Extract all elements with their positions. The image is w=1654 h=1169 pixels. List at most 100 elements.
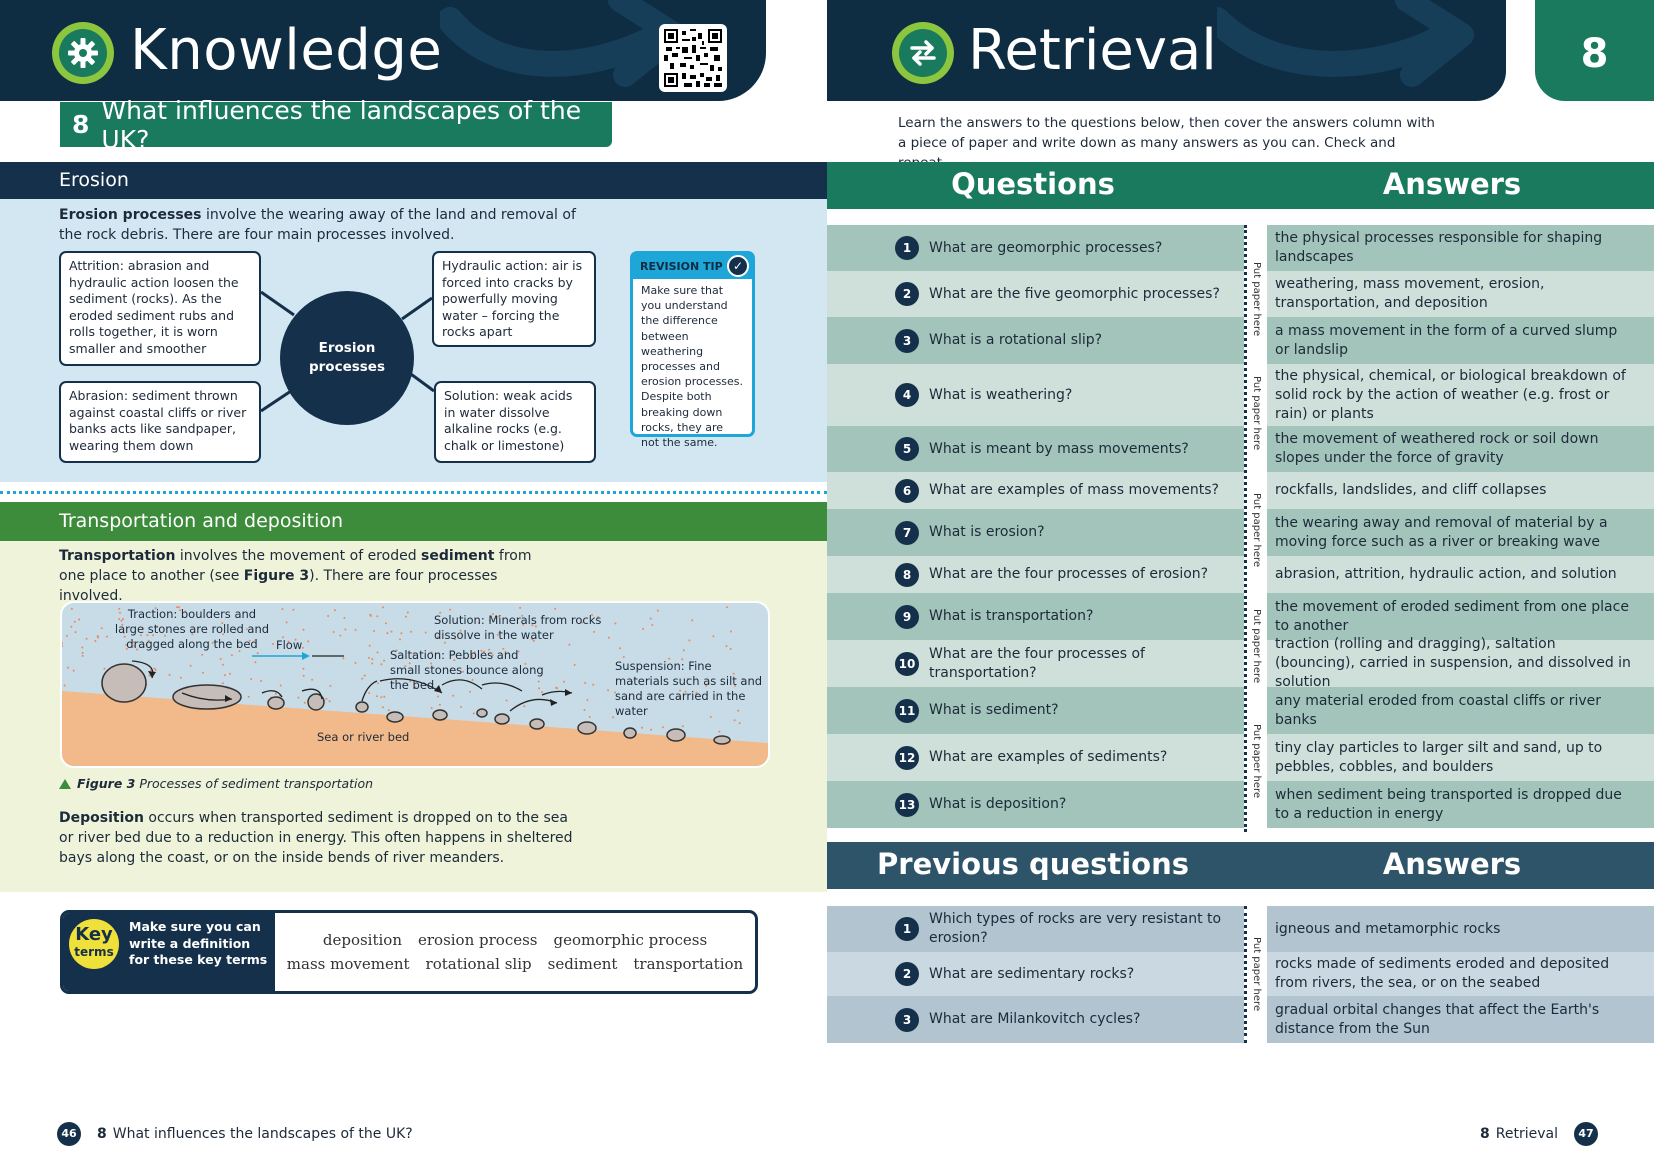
answer-text: a mass movement in the form of a curved … — [1275, 322, 1618, 358]
answer-cell: rockfalls, landslides, and cliff collaps… — [1267, 472, 1654, 509]
answer-text: rockfalls, landslides, and cliff collaps… — [1275, 482, 1547, 498]
answer-cell: any material eroded from coastal cliffs … — [1267, 687, 1654, 734]
question-cell: 3 What is a rotational slip? — [827, 317, 1244, 364]
key-terms-badge: Key terms — [69, 919, 119, 969]
answer-cell: abrasion, attrition, hydraulic action, a… — [1267, 556, 1654, 593]
erosion-intro: Erosion processes involve the wearing aw… — [59, 207, 576, 243]
answer-text: the movement of eroded sediment from one… — [1275, 598, 1629, 634]
put-paper-label: Put paper here — [1251, 609, 1262, 684]
question-number: 1 — [895, 236, 919, 260]
question-number: 9 — [895, 604, 919, 629]
question-text: What is erosion? — [929, 524, 1045, 540]
abrasion-box: Abrasion: sediment thrown against coasta… — [59, 381, 261, 463]
question-number: 6 — [895, 478, 919, 503]
qa-row: 3 What is a rotational slip? a mass moveme… — [827, 317, 1654, 364]
left-page: Knowledge 8 What influences the landsc — [0, 0, 827, 1146]
question-number: 3 — [895, 328, 919, 353]
put-paper-label: Put paper here — [1251, 493, 1262, 568]
flow-label: Flow — [276, 638, 303, 652]
answer-text: traction (rolling and dragging), saltati… — [1275, 636, 1631, 690]
question-text: What is a rotational slip? — [929, 332, 1103, 348]
checklist-icon: ✓ — [727, 255, 749, 277]
answer-text: the wearing away and removal of material… — [1275, 514, 1608, 550]
erosion-heading: Erosion — [0, 162, 827, 199]
question-cell: 12 What are examples of sediments? — [827, 734, 1244, 781]
qa-row: 7 What is erosion? the wearing away and re… — [827, 509, 1654, 556]
answer-cell: a mass movement in the form of a curved … — [1267, 317, 1654, 364]
key-terms-panel: Key terms Make sure you can write a defi… — [63, 913, 275, 991]
attrition-box: Attrition: abrasion and hydraulic action… — [59, 251, 261, 366]
question-text: What is sediment? — [929, 702, 1059, 718]
qa-row: 11 What is sediment? any material eroded f… — [827, 687, 1654, 734]
left-footer: 46 8 What influences the landscapes of t… — [57, 1122, 413, 1146]
qr-code[interactable] — [659, 24, 727, 92]
answer-cell: the movement of weathered rock or soil d… — [1267, 426, 1654, 472]
answer-text: the physical processes responsible for s… — [1275, 230, 1603, 265]
previous-questions-header-bar: Previous questions — [827, 842, 1654, 889]
answer-cell: the physical processes responsible for s… — [1267, 225, 1654, 271]
previous-answers-header: Answers — [1382, 847, 1522, 881]
answer-cell: tiny clay particles to larger silt and s… — [1267, 734, 1654, 781]
answer-text: when sediment being transported is dropp… — [1275, 786, 1622, 822]
sediment-transport-figure: Traction: boulders and large stones are … — [60, 601, 770, 768]
chapter-title-bar: 8 What influences the landscapes of the … — [60, 96, 612, 154]
footer-chapter: 8 — [97, 1126, 107, 1142]
fold-line — [1244, 225, 1247, 832]
answer-text: rocks made of sediments eroded and depos… — [1275, 956, 1610, 991]
key-terms-box: Key terms Make sure you can write a defi… — [60, 910, 758, 994]
hydraulic-action-box: Hydraulic action: air is forced into cra… — [432, 251, 596, 347]
key-term: erosion process — [417, 931, 538, 949]
answers-header: Answers — [1382, 167, 1522, 201]
question-text: What are sedimentary rocks? — [929, 965, 1135, 982]
key-term: rotational slip — [425, 955, 532, 973]
swap-arrows-icon — [892, 22, 954, 84]
question-number: 4 — [895, 383, 919, 407]
answer-cell: igneous and metamorphic rocks — [1267, 906, 1654, 952]
chapter-number: 8 — [72, 110, 90, 139]
question-text: What are examples of sediments? — [929, 749, 1168, 765]
answer-cell: the wearing away and removal of material… — [1267, 509, 1654, 556]
page-number: 46 — [57, 1122, 81, 1146]
traction-label: Traction: boulders and large stones are … — [114, 607, 270, 651]
put-paper-label: Put paper here — [1251, 376, 1262, 451]
answer-text: the movement of weathered rock or soil d… — [1275, 431, 1599, 466]
chapter-title: What influences the landscapes of the UK… — [101, 95, 582, 154]
question-text: Which types of rocks are very resistant … — [929, 911, 1222, 946]
retrieval-instructions: Learn the answers to the questions below… — [898, 115, 1435, 171]
footer-chapter: 8 — [1480, 1126, 1490, 1142]
question-text: What are the four processes of erosion? — [929, 566, 1209, 582]
key-term: transportation — [633, 955, 744, 973]
answer-cell: weathering, mass movement, erosion, tran… — [1267, 271, 1654, 317]
triangle-icon — [59, 779, 71, 789]
answer-text: any material eroded from coastal cliffs … — [1275, 692, 1602, 728]
suspension-label: Suspension: Fine materials such as silt … — [615, 659, 763, 718]
answer-cell: rocks made of sediments eroded and depos… — [1267, 952, 1654, 996]
question-number: 11 — [895, 698, 919, 723]
key-term: deposition — [322, 931, 402, 949]
question-number: 12 — [895, 745, 919, 770]
fold-line — [1244, 906, 1247, 1043]
key-term: geomorphic process — [553, 931, 708, 949]
page-number: 47 — [1574, 1122, 1598, 1146]
answer-text: weathering, mass movement, erosion, tran… — [1275, 276, 1545, 311]
question-number: 5 — [895, 437, 919, 461]
previous-questions-header: Previous questions — [877, 847, 1189, 881]
answer-text: abrasion, attrition, hydraulic action, a… — [1275, 566, 1617, 582]
question-number: 7 — [895, 520, 919, 545]
